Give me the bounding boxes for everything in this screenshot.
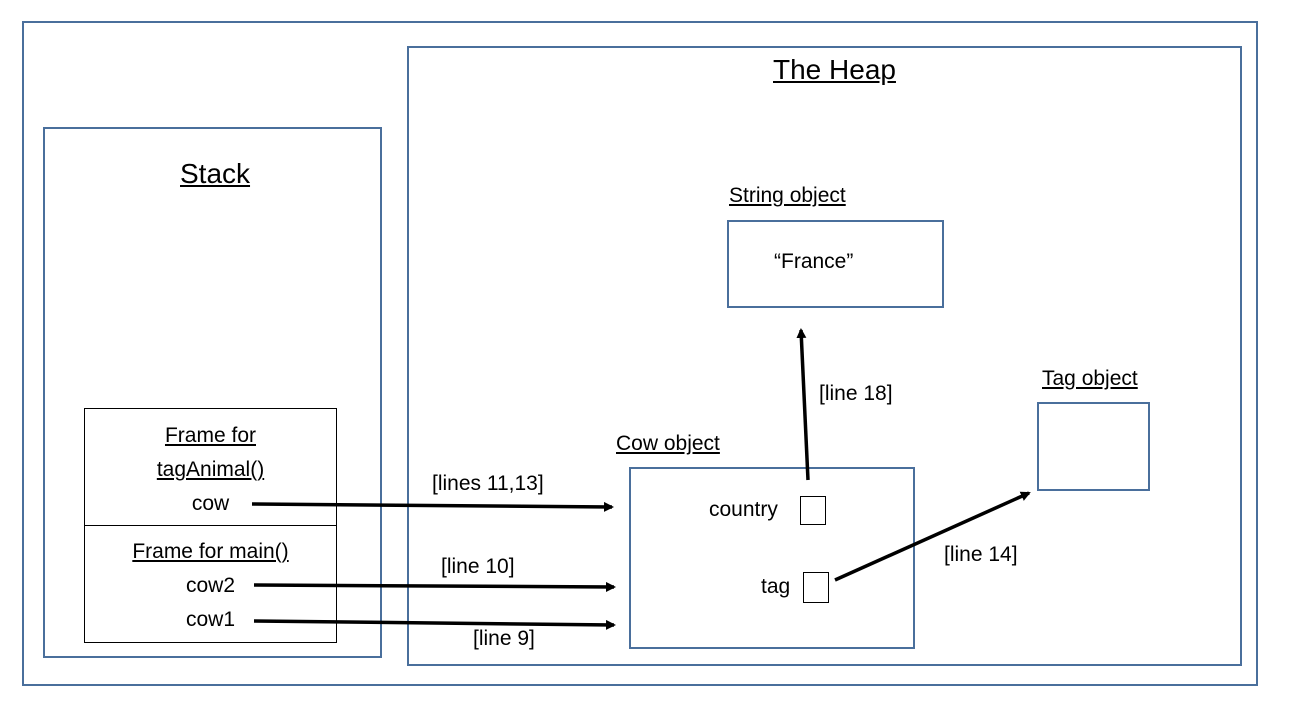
cow-field-tag: tag xyxy=(761,575,791,598)
cow-object-box xyxy=(629,467,915,649)
tag-object-box xyxy=(1037,402,1150,491)
cow-object-title: Cow object xyxy=(616,432,720,455)
arrow-country-to-string xyxy=(796,328,810,481)
heap-title: The Heap xyxy=(773,54,896,85)
string-object-value: “France” xyxy=(774,250,854,273)
stack-region xyxy=(43,127,382,658)
diagram-outer-frame xyxy=(22,21,1258,686)
frame-tag-animal-title-line1: Frame for xyxy=(164,424,256,447)
var-cow1: cow1 xyxy=(185,608,236,631)
frame-divider xyxy=(84,525,337,526)
cow-field-country: country xyxy=(709,498,778,521)
arrow-cow2-to-cow-object xyxy=(253,581,616,592)
var-cow2: cow2 xyxy=(185,574,236,597)
arrow-cow-to-cow-object xyxy=(251,501,614,512)
var-cow: cow xyxy=(191,492,230,515)
string-object-box xyxy=(727,220,944,308)
tag-object-title: Tag object xyxy=(1042,367,1138,390)
arrow-label-line-14: [line 14] xyxy=(944,543,1018,566)
frame-tag-animal-title-line2: tagAnimal() xyxy=(156,458,265,481)
string-object-title: String object xyxy=(729,184,846,207)
arrow-label-lines-11-13: [lines 11,13] xyxy=(432,472,544,495)
country-reference-slot xyxy=(800,496,826,525)
arrow-tag-to-tag-object xyxy=(834,491,1031,582)
arrow-label-line-18: [line 18] xyxy=(819,382,893,405)
arrow-label-line-9: [line 9] xyxy=(473,627,535,650)
frame-main-title: Frame for main() xyxy=(132,540,289,563)
arrow-label-line-10: [line 10] xyxy=(441,555,515,578)
arrow-cow1-to-cow-object xyxy=(253,619,616,630)
tag-reference-slot xyxy=(803,572,829,603)
stack-title: Stack xyxy=(180,158,251,189)
heap-region xyxy=(407,46,1242,666)
